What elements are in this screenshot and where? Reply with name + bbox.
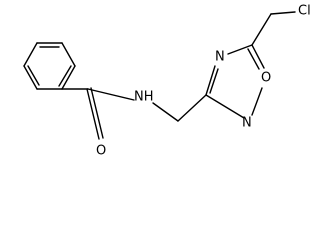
bond-n4-c5 <box>227 44 253 55</box>
bond-nh-to-ch2 <box>152 102 179 122</box>
benzene-ring <box>23 42 76 90</box>
atom-o1: O <box>261 71 271 86</box>
bond-ch2-cl <box>270 11 296 15</box>
bond-carbonyl-to-nh <box>87 88 135 101</box>
atom-nh: NH <box>134 90 154 105</box>
bond-carbonyl-c-o-b <box>90 87 104 139</box>
bond-ring-5 <box>23 65 38 90</box>
bond-ring-3-inner <box>58 65 72 87</box>
bond-ring-2 <box>61 42 76 67</box>
bond-o1-n2 <box>251 87 263 116</box>
atom-o-carbonyl: O <box>96 144 106 159</box>
atom-cl: Cl <box>298 4 311 19</box>
bond-c5-ch2 <box>251 13 272 46</box>
atom-n2: N <box>242 116 252 131</box>
bond-ring-3 <box>61 65 76 90</box>
bond-c3-n4-inner <box>209 68 219 94</box>
amide-group <box>61 87 207 140</box>
atom-n3: N <box>215 50 225 65</box>
bond-n2-c3 <box>205 94 245 119</box>
structural-formula: O NH N O N Cl <box>23 4 311 159</box>
bond-c5-o1 <box>251 44 265 69</box>
bond-carbonyl-c-o-a <box>86 88 100 140</box>
bond-c5-o1-inner <box>247 48 260 70</box>
oxadiazole-ring <box>205 44 265 119</box>
bond-ch2-to-c3 <box>177 94 207 122</box>
bond-ring-5-inner <box>27 65 40 86</box>
bond-c3-n4 <box>205 65 216 96</box>
chloromethyl-group <box>251 11 296 46</box>
bond-ring-6 <box>23 42 38 67</box>
